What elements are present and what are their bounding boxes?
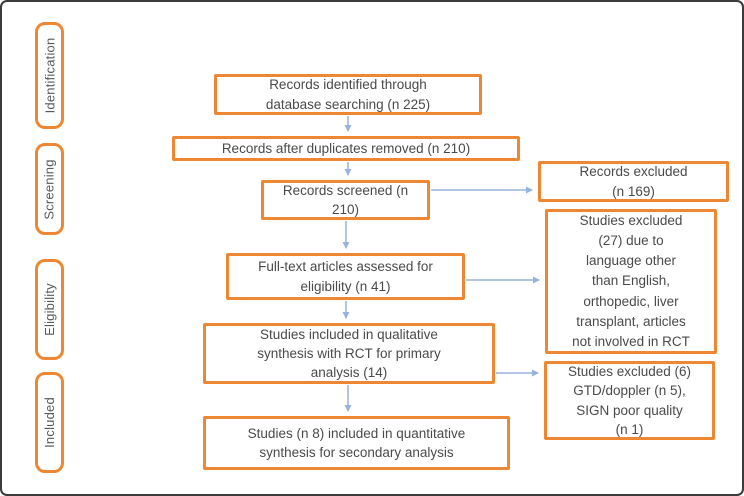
stage-included-label: Included bbox=[42, 397, 57, 448]
stage-identification: Identification bbox=[35, 22, 64, 129]
stage-eligibility: Eligibility bbox=[35, 259, 64, 360]
stage-eligibility-label: Eligibility bbox=[42, 283, 57, 336]
box-records-excluded: Records excluded (n 169) bbox=[538, 161, 729, 202]
box-fulltext-assessed: Full-text articles assessed for eligibil… bbox=[226, 253, 465, 300]
stage-included: Included bbox=[35, 372, 64, 473]
box-qualitative-synthesis: Studies included in qualitative synthesi… bbox=[203, 323, 495, 384]
box-studies-excluded-27: Studies excluded (27) due to language ot… bbox=[545, 209, 717, 354]
box-studies-excluded-6: Studies excluded (6) GTD/doppler (n 5), … bbox=[544, 361, 715, 440]
stage-screening-label: Screening bbox=[42, 158, 57, 220]
box-records-identified: Records identified through database sear… bbox=[214, 74, 482, 115]
box-records-screened: Records screened (n 210) bbox=[261, 180, 430, 220]
box-duplicates-removed: Records after duplicates removed (n 210) bbox=[172, 136, 520, 161]
stage-screening: Screening bbox=[35, 143, 64, 235]
stage-identification-label: Identification bbox=[42, 37, 58, 114]
box-quantitative-synthesis: Studies (n 8) included in quantitative s… bbox=[203, 416, 510, 470]
